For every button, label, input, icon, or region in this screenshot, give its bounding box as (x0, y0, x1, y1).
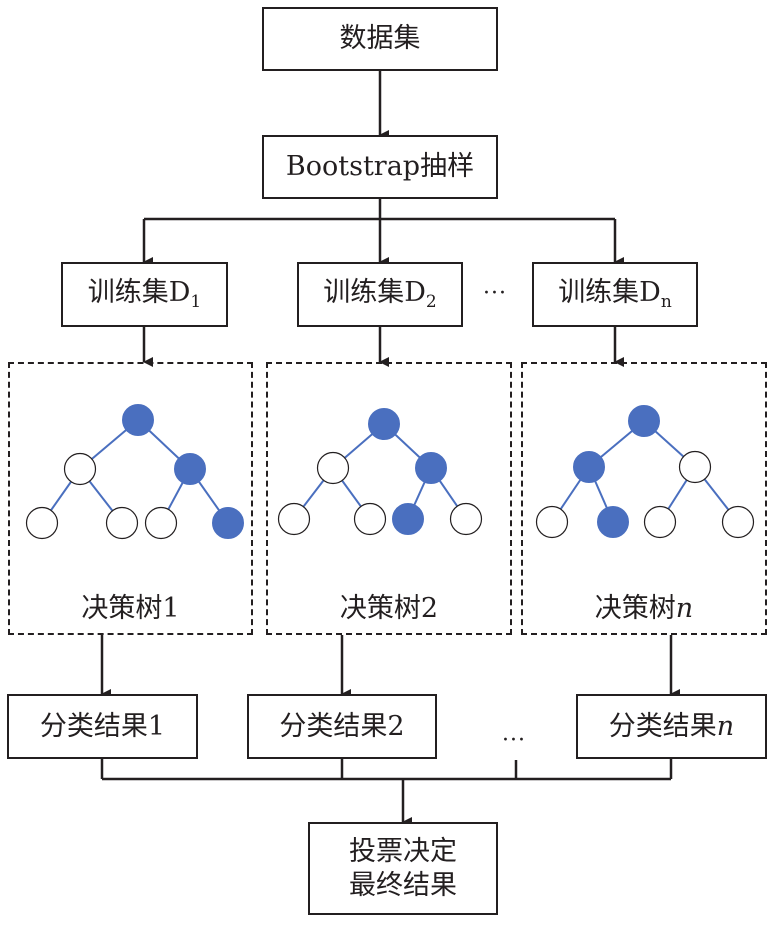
tree-node-filled (174, 453, 206, 485)
decision-tree-3 (535, 405, 755, 539)
tree-node-filled (392, 503, 424, 535)
tree-node-empty (277, 502, 311, 536)
training-set-label-n: 训练集Dn (558, 276, 672, 312)
classification-result-label-2: 分类结果2 (279, 710, 405, 742)
tree-node-filled (597, 506, 629, 538)
tree-node-empty (721, 505, 755, 539)
tree-node-empty (353, 502, 387, 536)
dataset-box: 数据集 (262, 7, 498, 71)
tree-node-empty (63, 452, 97, 486)
tree-node-filled (628, 405, 660, 437)
decision-tree-label-1: 决策树1 (81, 593, 180, 624)
training-set-box-1: 训练集D1 (61, 262, 228, 327)
training-set-label-1: 训练集D1 (87, 276, 202, 312)
decision-tree-label-n: 决策树n (594, 593, 694, 624)
decision-tree-2 (277, 408, 483, 536)
training-set-label-2: 训练集D2 (323, 276, 437, 312)
tree-node-empty (535, 505, 569, 539)
training-ellipsis: ··· (483, 281, 507, 306)
final-vote-box: 投票决定 最终结果 (308, 822, 498, 915)
tree-node-empty (316, 451, 350, 485)
tree-node-empty (643, 505, 677, 539)
final-vote-line-2: 最终结果 (349, 869, 457, 901)
tree-node-filled (573, 451, 605, 483)
tree-node-empty (449, 502, 483, 536)
decision-tree-1 (25, 404, 244, 540)
dataset-label: 数据集 (339, 23, 421, 55)
decision-tree-label-2: 决策树2 (339, 593, 439, 624)
tree-node-empty (144, 506, 178, 540)
classification-result-label-n: 分类结果n (608, 710, 735, 742)
tree-node-empty (678, 450, 712, 484)
classification-result-box-2: 分类结果2 (247, 694, 437, 759)
tree-node-filled (212, 507, 244, 539)
result-ellipsis: ··· (502, 728, 526, 753)
decision-tree-panel-n (521, 362, 767, 635)
tree-node-filled (415, 452, 447, 484)
bootstrap-sampling-box: Bootstrap抽样 (262, 135, 498, 199)
training-set-box-2: 训练集D2 (297, 262, 463, 327)
classification-result-label-1: 分类结果1 (39, 710, 166, 742)
final-vote-line-1: 投票决定 (349, 835, 457, 867)
tree-node-empty (105, 506, 139, 540)
tree-node-empty (25, 506, 59, 540)
training-set-box-n: 训练集Dn (532, 262, 698, 327)
decision-tree-panel-1 (8, 362, 253, 635)
bootstrap-sampling-label: Bootstrap抽样 (285, 151, 475, 183)
classification-result-box-1: 分类结果1 (7, 694, 198, 759)
classification-result-box-n: 分类结果n (576, 694, 767, 759)
decision-tree-panel-2 (266, 362, 512, 635)
tree-node-filled (368, 408, 400, 440)
tree-node-filled (122, 404, 154, 436)
